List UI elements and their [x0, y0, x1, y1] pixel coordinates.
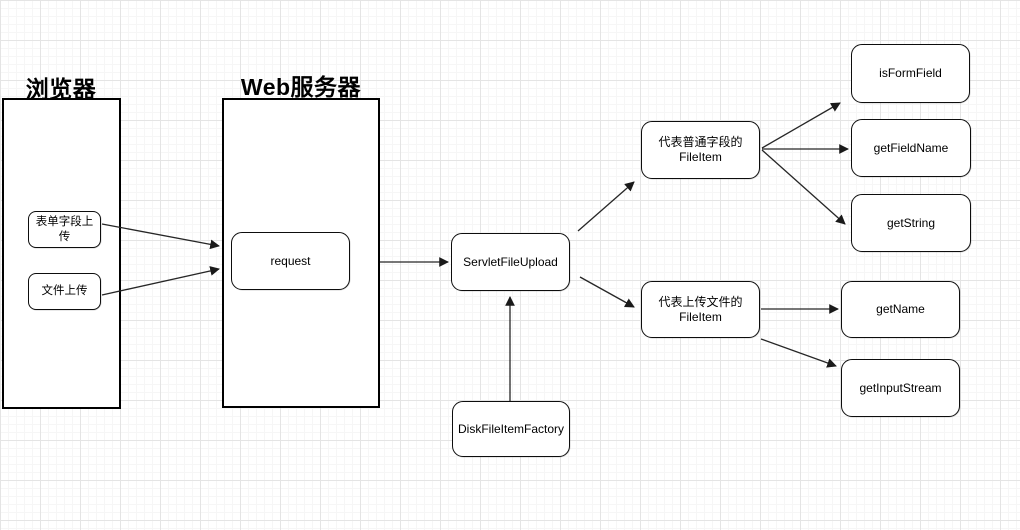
node-get-string-label: getString — [886, 215, 936, 230]
node-fileitem-upload[interactable]: 代表上传文件的 FileItem — [641, 281, 760, 338]
node-file-upload-label: 文件上传 — [41, 285, 88, 298]
node-request-label: request — [270, 253, 311, 268]
node-servlet-file-upload[interactable]: ServletFileUpload — [451, 233, 570, 291]
edge-servlet-file-upload-to-fileitem-upload[interactable] — [579, 276, 635, 308]
node-servlet-file-upload-label: ServletFileUpload — [463, 254, 558, 269]
browser-title[interactable]: 浏览器 — [25, 76, 97, 102]
node-fileitem-upload-label: 代表上传文件的 — [658, 294, 743, 309]
node-get-input-stream[interactable]: getInputStream — [841, 359, 960, 417]
node-get-input-stream-label: getInputStream — [859, 380, 942, 395]
node-get-name[interactable]: getName — [841, 281, 960, 338]
edge-fileitem-normal-to-get-string[interactable] — [761, 149, 846, 225]
web-server-title[interactable]: Web服务器 — [240, 74, 362, 100]
node-form-field-upload-label: 表单字段上传 — [35, 216, 94, 243]
node-get-string[interactable]: getString — [851, 194, 971, 252]
node-get-field-name-label: getFieldName — [873, 140, 949, 155]
browser-container[interactable] — [2, 98, 121, 409]
edge-servlet-file-upload-to-fileitem-normal[interactable] — [577, 181, 635, 232]
edge-fileitem-normal-to-is-form-field[interactable] — [761, 102, 841, 149]
edge-fileitem-upload-to-get-input-stream[interactable] — [760, 338, 837, 368]
node-disk-file-item-factory[interactable]: DiskFileItemFactory — [452, 401, 570, 457]
node-disk-file-item-factory-label: DiskFileItemFactory — [458, 421, 565, 436]
node-get-field-name[interactable]: getFieldName — [851, 119, 971, 177]
node-fileitem-normal-sublabel: FileItem — [679, 150, 722, 164]
node-form-field-upload[interactable]: 表单字段上传 — [28, 211, 101, 248]
node-request[interactable]: request — [231, 232, 350, 290]
node-file-upload[interactable]: 文件上传 — [28, 273, 101, 310]
node-is-form-field[interactable]: isFormField — [851, 44, 970, 103]
node-fileitem-normal[interactable]: 代表普通字段的 FileItem — [641, 121, 760, 179]
node-get-name-label: getName — [876, 302, 925, 316]
node-fileitem-upload-sublabel: FileItem — [679, 309, 722, 324]
node-fileitem-normal-label: 代表普通字段的 — [658, 135, 743, 149]
node-is-form-field-label: isFormField — [879, 66, 942, 80]
